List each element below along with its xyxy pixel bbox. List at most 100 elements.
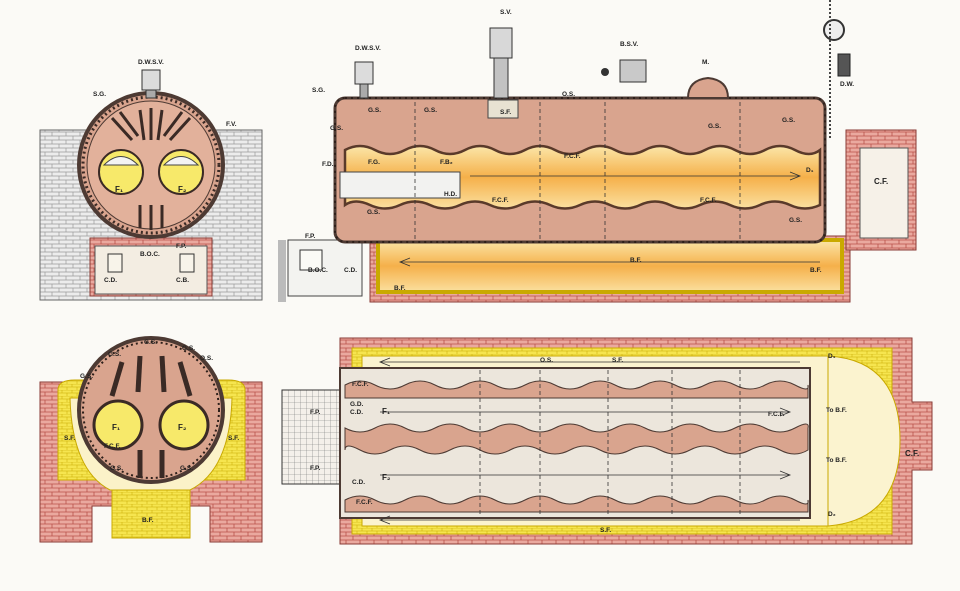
side-bottom-flue	[376, 238, 844, 294]
cross-furnace-1	[92, 399, 144, 451]
plan-label-cd2: C.D.	[352, 479, 365, 486]
plan-furnace-1-top	[344, 380, 809, 399]
side-label-fp: F.P.	[305, 233, 316, 240]
plan-view: O.S. S.F. S.F. F.C.F. F.C.F. F.C.F. G.D.…	[281, 337, 933, 545]
side-label-fcf3: F.C.F.	[700, 197, 717, 204]
front-label-boc: B.O.C.	[140, 251, 160, 258]
side-label-bf2: B.F.	[630, 257, 642, 264]
side-label-fg: F.G.	[368, 159, 380, 166]
front-label-fv: F.V.	[226, 121, 237, 128]
plan-label-sf2: S.F.	[600, 527, 611, 534]
cross-label-gs5: G.S.	[110, 465, 123, 472]
cross-gusset-stays	[109, 355, 193, 478]
side-manhole	[686, 76, 730, 99]
cross-label-sf2: S.F.	[228, 435, 239, 442]
side-bsv-valve	[619, 59, 647, 83]
side-dead-weight	[837, 53, 851, 77]
side-label-dwsv: D.W.S.V.	[355, 45, 381, 52]
side-label-boc: B.O.C.	[308, 267, 328, 274]
plan-furnace-divider	[344, 423, 809, 455]
side-label-bsv: B.S.V.	[620, 41, 638, 48]
cross-label-gs2: G.S.	[108, 351, 121, 358]
side-chimney-flue	[859, 147, 909, 239]
cross-label-gs3: G.S.	[182, 345, 195, 352]
cross-label-f1: F₁	[112, 423, 121, 432]
side-label-bf3: B.F.	[810, 267, 822, 274]
side-label-sv: S.V.	[500, 9, 512, 16]
plan-label-d2: D₂	[828, 511, 836, 518]
side-label-gs5: G.S.	[367, 209, 380, 216]
side-dwsv-valve	[354, 61, 374, 85]
cross-label-gs6: G.S.	[180, 465, 193, 472]
side-label-fd: F.D.	[322, 161, 334, 168]
cross-label-gs4: G.S.	[80, 373, 93, 380]
side-label-gs7: G.S.	[330, 125, 343, 132]
side-label-d1: D₁	[806, 167, 814, 174]
side-label-sf: S.F.	[500, 109, 511, 116]
front-label-cb: C.B.	[176, 277, 189, 284]
front-elevation: D.W.S.V. S.G. F.V. F₁ F₂ F.P. C.D. B.O.C…	[39, 59, 263, 301]
front-label-f2: F₂	[178, 185, 187, 194]
plan-label-os: O.S.	[540, 357, 553, 364]
plan-label-f2: F₂	[382, 473, 391, 482]
side-label-cd: C.D.	[344, 267, 357, 274]
cross-label-f2: F₂	[178, 423, 187, 432]
side-section: D.W.S.V. S.V. B.S.V. M. D.W. S.G. G.S. G…	[278, 0, 917, 303]
side-label-sg: S.G.	[312, 87, 325, 94]
side-grate	[339, 171, 461, 199]
front-label-fp: F.P.	[176, 243, 187, 250]
plan-label-cd1: C.D.	[350, 409, 363, 416]
plan-label-tobf1: To B.F.	[826, 407, 847, 414]
side-label-m: M.	[702, 59, 709, 66]
cross-label-fcf: F.C.F.	[104, 443, 121, 450]
front-cleaning-door	[107, 253, 123, 273]
side-safety-valve	[489, 27, 513, 59]
side-label-gs3: G.S.	[708, 123, 721, 130]
side-label-cf: C.F.	[874, 177, 888, 186]
front-door-1	[102, 156, 140, 166]
cross-label-os: O.S.	[200, 355, 213, 362]
plan-label-d1: D₁	[828, 353, 836, 360]
plan-label-fcf1: F.C.F.	[352, 381, 369, 388]
front-label-f1: F₁	[115, 185, 124, 194]
side-label-fb2: F.B₂	[440, 159, 453, 166]
cross-furnace-2	[158, 399, 210, 451]
side-label-gs2: G.S.	[424, 107, 437, 114]
front-dwsv-valve	[141, 69, 161, 91]
front-stays	[110, 108, 192, 230]
plan-label-fcf3: F.C.F.	[356, 499, 373, 506]
plan-furnace-2-bottom	[344, 495, 809, 513]
cross-label-gs1: G.S.	[144, 339, 157, 346]
side-label-os: O.S.	[562, 91, 575, 98]
side-label-fcf1: F.C.F.	[564, 153, 581, 160]
plan-label-cf: C.F.	[905, 449, 919, 458]
plan-label-fcf2: F.C.F.	[768, 411, 785, 418]
plan-label-f1: F₁	[382, 407, 391, 416]
side-label-gs1: G.S.	[368, 107, 381, 114]
plan-label-fp1: F.P.	[310, 409, 321, 416]
front-door-2	[162, 156, 200, 166]
front-label-sg: S.G.	[93, 91, 106, 98]
front-label-cd: C.D.	[104, 277, 117, 284]
front-cleaning-box	[179, 253, 195, 273]
plan-label-gd: G.D.	[350, 401, 364, 408]
plan-label-fp2: F.P.	[310, 465, 321, 472]
plan-fireplace-grid	[281, 389, 343, 485]
plan-label-sf1: S.F.	[612, 357, 623, 364]
front-rivets	[81, 95, 221, 235]
front-label-dwsv: D.W.S.V.	[138, 59, 164, 66]
side-label-bf1: B.F.	[394, 285, 406, 292]
cross-label-bf: B.F.	[142, 517, 154, 524]
cross-section: G.S. G.S. G.S. O.S. G.S. G.S. G.S. S.F. …	[39, 336, 263, 543]
side-label-hd: H.D.	[444, 191, 457, 198]
side-label-gs6: G.S.	[789, 217, 802, 224]
cross-label-sf1: S.F.	[64, 435, 75, 442]
plan-label-tobf2: To B.F.	[826, 457, 847, 464]
side-label-fcf2: F.C.F.	[492, 197, 509, 204]
side-label-dw: D.W.	[840, 81, 854, 88]
side-furnace-tube	[343, 144, 822, 210]
side-label-gs4: G.S.	[782, 117, 795, 124]
side-dead-weight-pulley	[823, 19, 845, 41]
